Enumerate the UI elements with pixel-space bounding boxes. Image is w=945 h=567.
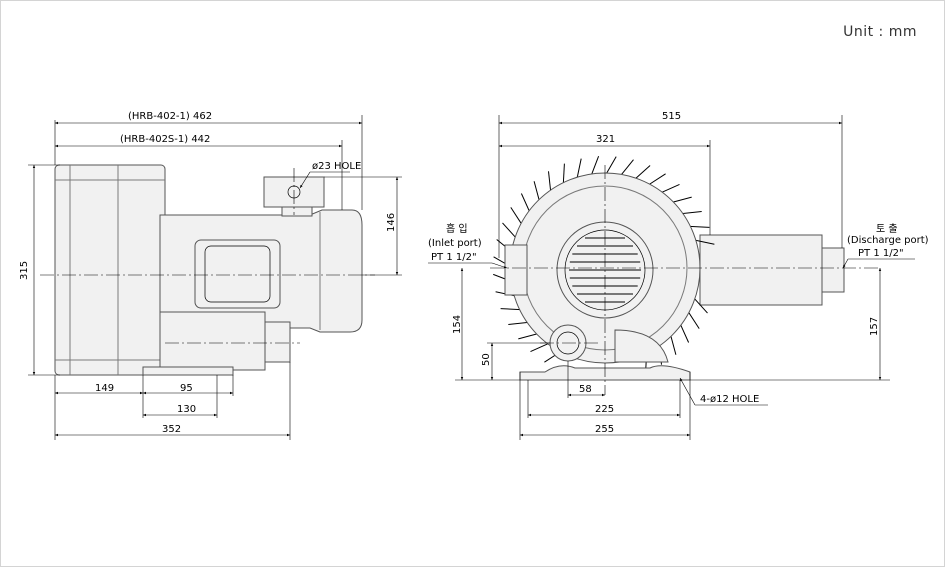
dim-321: 321 bbox=[596, 134, 615, 145]
front-inlet-flange bbox=[504, 244, 528, 296]
dim-hrb402s: (HRB-402S-1) 442 bbox=[120, 134, 210, 145]
discharge-label: (Discharge port) bbox=[847, 235, 929, 246]
dim-95: 95 bbox=[180, 383, 193, 394]
inlet-korean: 흡 입 bbox=[446, 222, 468, 235]
dim-157: 157 bbox=[869, 317, 880, 336]
dim-149: 149 bbox=[95, 383, 114, 394]
dim-130: 130 bbox=[177, 404, 196, 415]
dim-154: 154 bbox=[452, 315, 463, 334]
side-outlet-pipe bbox=[159, 311, 266, 371]
side-housing bbox=[54, 164, 166, 376]
inlet-size: PT 1 1/2" bbox=[431, 252, 477, 263]
dim-hrb402: (HRB-402-1) 462 bbox=[128, 111, 212, 122]
dim-255: 255 bbox=[595, 424, 614, 435]
dim-hole: ø23 HOLE bbox=[312, 161, 361, 172]
side-view: (HRB-402-1) 462 (HRB-402S-1) 442 315 ø23… bbox=[19, 111, 402, 440]
dim-50: 50 bbox=[481, 353, 492, 366]
front-discharge-pipe bbox=[699, 234, 823, 306]
discharge-korean: 토 출 bbox=[876, 223, 898, 235]
side-inlet-window bbox=[194, 239, 281, 309]
side-base-plate bbox=[142, 366, 234, 376]
dim-515: 515 bbox=[662, 111, 681, 122]
dim-height: 315 bbox=[19, 261, 30, 280]
front-hole-label: 4-ø12 HOLE bbox=[700, 394, 759, 405]
dim-146: 146 bbox=[386, 213, 397, 232]
inlet-label: (Inlet port) bbox=[428, 238, 482, 249]
front-view: 515 321 흡 입 (Inlet port) PT 1 1/2" 토 출 (… bbox=[428, 111, 929, 440]
dim-352: 352 bbox=[162, 424, 181, 435]
unit-label: Unit : mm bbox=[843, 24, 917, 40]
discharge-size: PT 1 1/2" bbox=[858, 248, 904, 259]
dim-225: 225 bbox=[595, 404, 614, 415]
dim-58: 58 bbox=[579, 384, 592, 395]
